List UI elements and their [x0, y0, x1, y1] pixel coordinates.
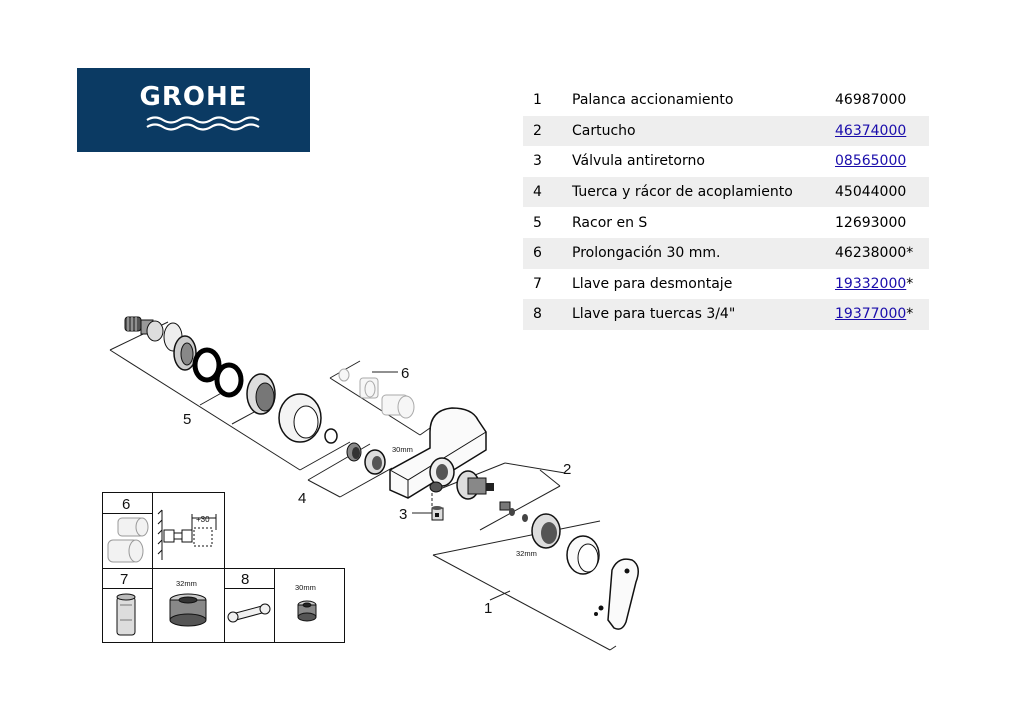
part-number: 6 [523, 237, 572, 269]
dim-32mm: 32mm [516, 549, 537, 558]
part-description: Tuerca y rácor de acoplamiento [572, 176, 835, 208]
logo-text: GROHE [139, 82, 248, 112]
callout-5: 5 [183, 411, 191, 428]
part-code: 45044000 [835, 184, 907, 201]
part-number: 8 [523, 299, 572, 330]
part-number: 5 [533, 214, 542, 231]
dim-30mm: 30mm [392, 445, 413, 454]
part-code-link[interactable]: 19332000 [835, 275, 907, 292]
part-number: 2 [523, 115, 572, 147]
parts-row: 5 Racor en S 12693000 [523, 207, 929, 238]
accessory-inset: 6 7 8 +30 [102, 492, 345, 643]
inset-dim-32mm: 32mm [176, 579, 197, 588]
part-code-suffix: * [906, 306, 914, 323]
cartridge [456, 470, 528, 522]
inset-label-6: 6 [122, 496, 130, 513]
part-code-suffix: * [906, 245, 914, 262]
lever-set [531, 513, 639, 630]
part-description: Llave para tuercas 3/4" [572, 299, 835, 330]
part-code-link[interactable]: 46374000 [835, 122, 907, 139]
callout-1: 1 [484, 600, 492, 617]
part-code-cell: 08565000 [835, 146, 929, 177]
part-code-cell: 46238000* [835, 237, 929, 269]
part-code-cell: 12693000 [835, 207, 929, 238]
check-valve [431, 506, 444, 521]
part-code-cell: 19377000* [835, 299, 929, 330]
callout-6: 6 [401, 365, 409, 382]
inset-label-8: 8 [241, 571, 249, 588]
extension-set [338, 368, 415, 419]
part-description: Palanca accionamiento [572, 92, 734, 109]
nut-30mm-image [297, 600, 317, 622]
inset-dim-30mm: 30mm [295, 583, 316, 592]
grohe-logo: GROHE [77, 68, 310, 152]
wrench-icon [227, 603, 271, 623]
nut-32mm-image [169, 593, 207, 627]
dismantling-key-image [116, 593, 136, 636]
part-code-link[interactable]: 19377000 [835, 306, 907, 323]
part-description: Llave para desmontaje [572, 275, 733, 292]
bracket-1 [432, 520, 617, 651]
part-description: Válvula antiretorno [572, 153, 705, 170]
part-code: 12693000 [835, 214, 907, 231]
part-code-link[interactable]: 08565000 [835, 153, 907, 170]
inset-label-7: 7 [120, 571, 128, 588]
extension-schematic [157, 509, 217, 560]
callout-3: 3 [399, 506, 407, 523]
callout-4: 4 [298, 490, 306, 507]
part-code-cell: 45044000 [835, 176, 929, 208]
part-description: Racor en S [572, 214, 648, 231]
part-number: 3 [533, 153, 542, 170]
part-code-cell: 46374000 [835, 115, 929, 147]
valve-body [389, 407, 487, 499]
part-code-suffix: * [906, 275, 914, 292]
part-code: 46987000 [835, 92, 907, 109]
wave-icon [146, 116, 260, 131]
callout-2: 2 [563, 461, 571, 478]
part-code: 46238000 [835, 245, 907, 262]
part-code-cell: 46987000 [835, 85, 929, 116]
parts-row: 1 Palanca accionamiento 46987000 [523, 85, 929, 116]
extension-dim-label: +30 [196, 515, 210, 524]
extension-pieces-image [107, 517, 149, 563]
nut-coupling-set [346, 442, 386, 475]
part-description: Cartucho [572, 115, 835, 147]
part-code-cell: 19332000* [835, 269, 929, 300]
part-number: 7 [533, 275, 542, 292]
part-description: Prolongación 30 mm. [572, 237, 835, 269]
s-coupling-set [124, 316, 338, 444]
parts-row: 3 Válvula antiretorno 08565000 [523, 146, 929, 177]
parts-row: 7 Llave para desmontaje 19332000* [523, 269, 929, 300]
part-number: 1 [533, 92, 542, 109]
part-number: 4 [523, 176, 572, 208]
